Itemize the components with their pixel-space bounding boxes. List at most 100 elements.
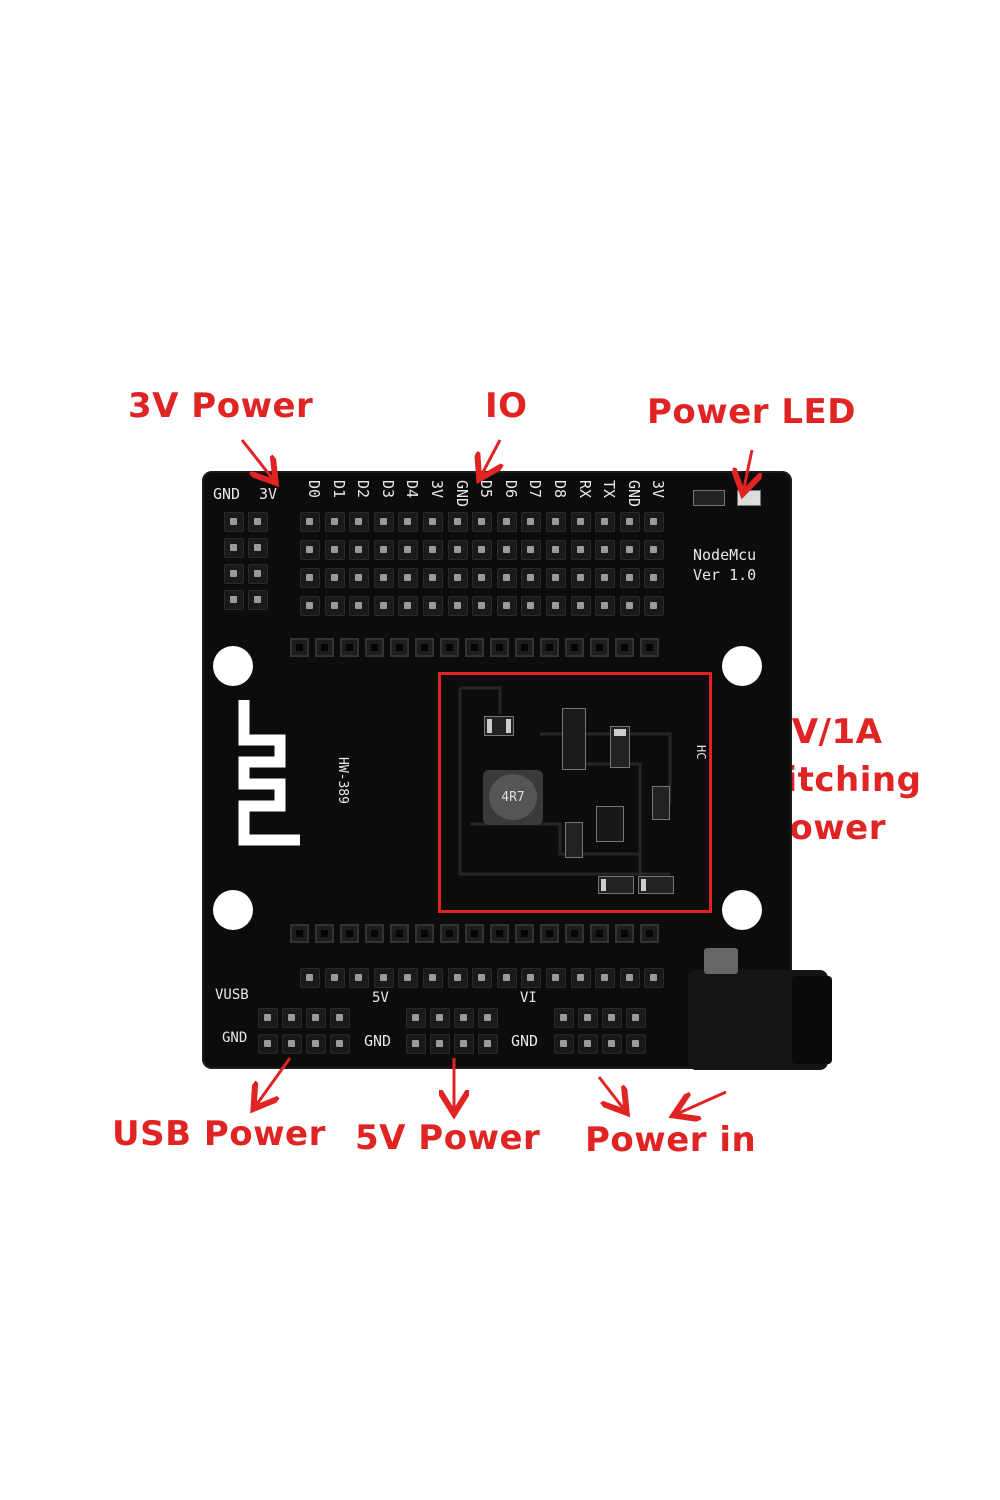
header-pin-usb xyxy=(258,1034,278,1054)
header-pin-bottom xyxy=(300,968,320,988)
board-version: Ver 1.0 xyxy=(693,566,757,584)
power-led-resistor xyxy=(693,490,725,506)
label-vin: VI xyxy=(520,990,537,1006)
header-pin-io xyxy=(570,540,591,560)
label-gnd-top-left: GND xyxy=(213,485,241,503)
header-pin-io xyxy=(349,596,370,616)
header-pin-io xyxy=(644,568,665,588)
header-pin-io xyxy=(373,540,394,560)
header-pin-io xyxy=(423,568,443,588)
label-vusb: VUSB xyxy=(215,987,249,1003)
header-pin-bottom xyxy=(546,968,566,988)
mount-hole-top-left xyxy=(213,646,253,686)
module-traces xyxy=(458,686,672,894)
board-product-name: NodeMcu xyxy=(693,546,757,564)
socket-hole xyxy=(290,924,309,943)
header-pin-vin xyxy=(626,1008,646,1028)
header-pin-5v xyxy=(478,1034,498,1054)
header-pin-5v xyxy=(454,1034,474,1054)
header-pin-bottom xyxy=(423,968,443,988)
header-pin-5v xyxy=(430,1034,450,1054)
header-pin-5v xyxy=(406,1034,426,1054)
socket-row-top xyxy=(290,638,659,657)
header-pin-io xyxy=(619,596,640,616)
smd-capacitor-2 xyxy=(652,786,670,820)
header-pin-3v xyxy=(248,564,268,584)
header-pin-io xyxy=(619,512,640,532)
header-pin-io xyxy=(300,540,320,560)
header-pin-5v xyxy=(454,1008,474,1028)
header-pin-bottom xyxy=(447,968,468,988)
callout-usb-power: USB Power xyxy=(112,1114,326,1154)
header-pin-usb xyxy=(282,1034,302,1054)
header-pin-io xyxy=(324,540,345,560)
header-pin-3v xyxy=(248,590,268,610)
header-pin-bottom xyxy=(644,968,665,988)
socket-hole xyxy=(340,638,359,657)
header-pin-io xyxy=(447,512,468,532)
header-pin-io xyxy=(373,568,394,588)
header-pin-io xyxy=(546,512,566,532)
socket-hole xyxy=(465,924,484,943)
smd-resistor-1 xyxy=(484,716,514,736)
socket-hole xyxy=(565,638,584,657)
header-pin-3v xyxy=(248,538,268,558)
header-pin-io xyxy=(546,596,566,616)
header-pin-io xyxy=(324,568,345,588)
header-pin-usb xyxy=(306,1008,326,1028)
smd-resistor-2 xyxy=(598,876,634,894)
socket-row-bottom xyxy=(290,924,659,943)
header-pin-io xyxy=(447,596,468,616)
socket-hole xyxy=(490,638,509,657)
header-pin-io xyxy=(570,568,591,588)
header-pin-io xyxy=(349,568,370,588)
smd-diode xyxy=(562,708,586,770)
socket-hole xyxy=(315,638,334,657)
inductor: 4R7 xyxy=(483,770,543,825)
wifi-antenna-icon xyxy=(238,700,300,846)
header-pin-io xyxy=(595,540,616,560)
header-pin-usb xyxy=(330,1034,350,1054)
header-pin-io xyxy=(472,512,493,532)
label-3v-top-left: 3V xyxy=(259,485,278,503)
socket-hole xyxy=(640,924,659,943)
header-pin-io xyxy=(595,596,616,616)
header-pin-io xyxy=(472,568,493,588)
header-pin-io xyxy=(423,596,443,616)
header-pin-io xyxy=(521,596,542,616)
socket-hole xyxy=(365,638,384,657)
socket-hole xyxy=(540,924,559,943)
label-5v: 5V xyxy=(372,990,389,1006)
header-pin-io xyxy=(398,568,419,588)
smd-capacitor-1 xyxy=(610,726,630,768)
header-pin-bottom xyxy=(496,968,517,988)
header-pin-io xyxy=(595,512,616,532)
header-pin-io xyxy=(373,512,394,532)
header-pin-io xyxy=(349,512,370,532)
socket-hole xyxy=(290,638,309,657)
socket-hole xyxy=(615,638,634,657)
header-pin-io xyxy=(546,568,566,588)
header-pin-io xyxy=(300,568,320,588)
header-pin-usb xyxy=(258,1008,278,1028)
header-pin-bottom xyxy=(349,968,370,988)
callout-5v-power: 5V Power xyxy=(355,1118,541,1158)
label-gnd-usb: GND xyxy=(222,1030,248,1046)
header-pin-io xyxy=(447,540,468,560)
header-pin-5v xyxy=(430,1008,450,1028)
header-pin-usb xyxy=(330,1008,350,1028)
header-pin-io xyxy=(644,540,665,560)
socket-hole xyxy=(515,638,534,657)
header-pin-io xyxy=(570,512,591,532)
header-pin-io xyxy=(373,596,394,616)
callout-power-led: Power LED xyxy=(647,392,856,432)
socket-hole xyxy=(390,638,409,657)
switching-power-highlight xyxy=(438,672,712,913)
header-pin-io xyxy=(521,512,542,532)
header-pin-io xyxy=(423,540,443,560)
smd-resistor-3 xyxy=(638,876,674,894)
smd-regulator-ic xyxy=(596,806,624,842)
header-pin-vin xyxy=(602,1034,622,1054)
socket-hole xyxy=(615,924,634,943)
